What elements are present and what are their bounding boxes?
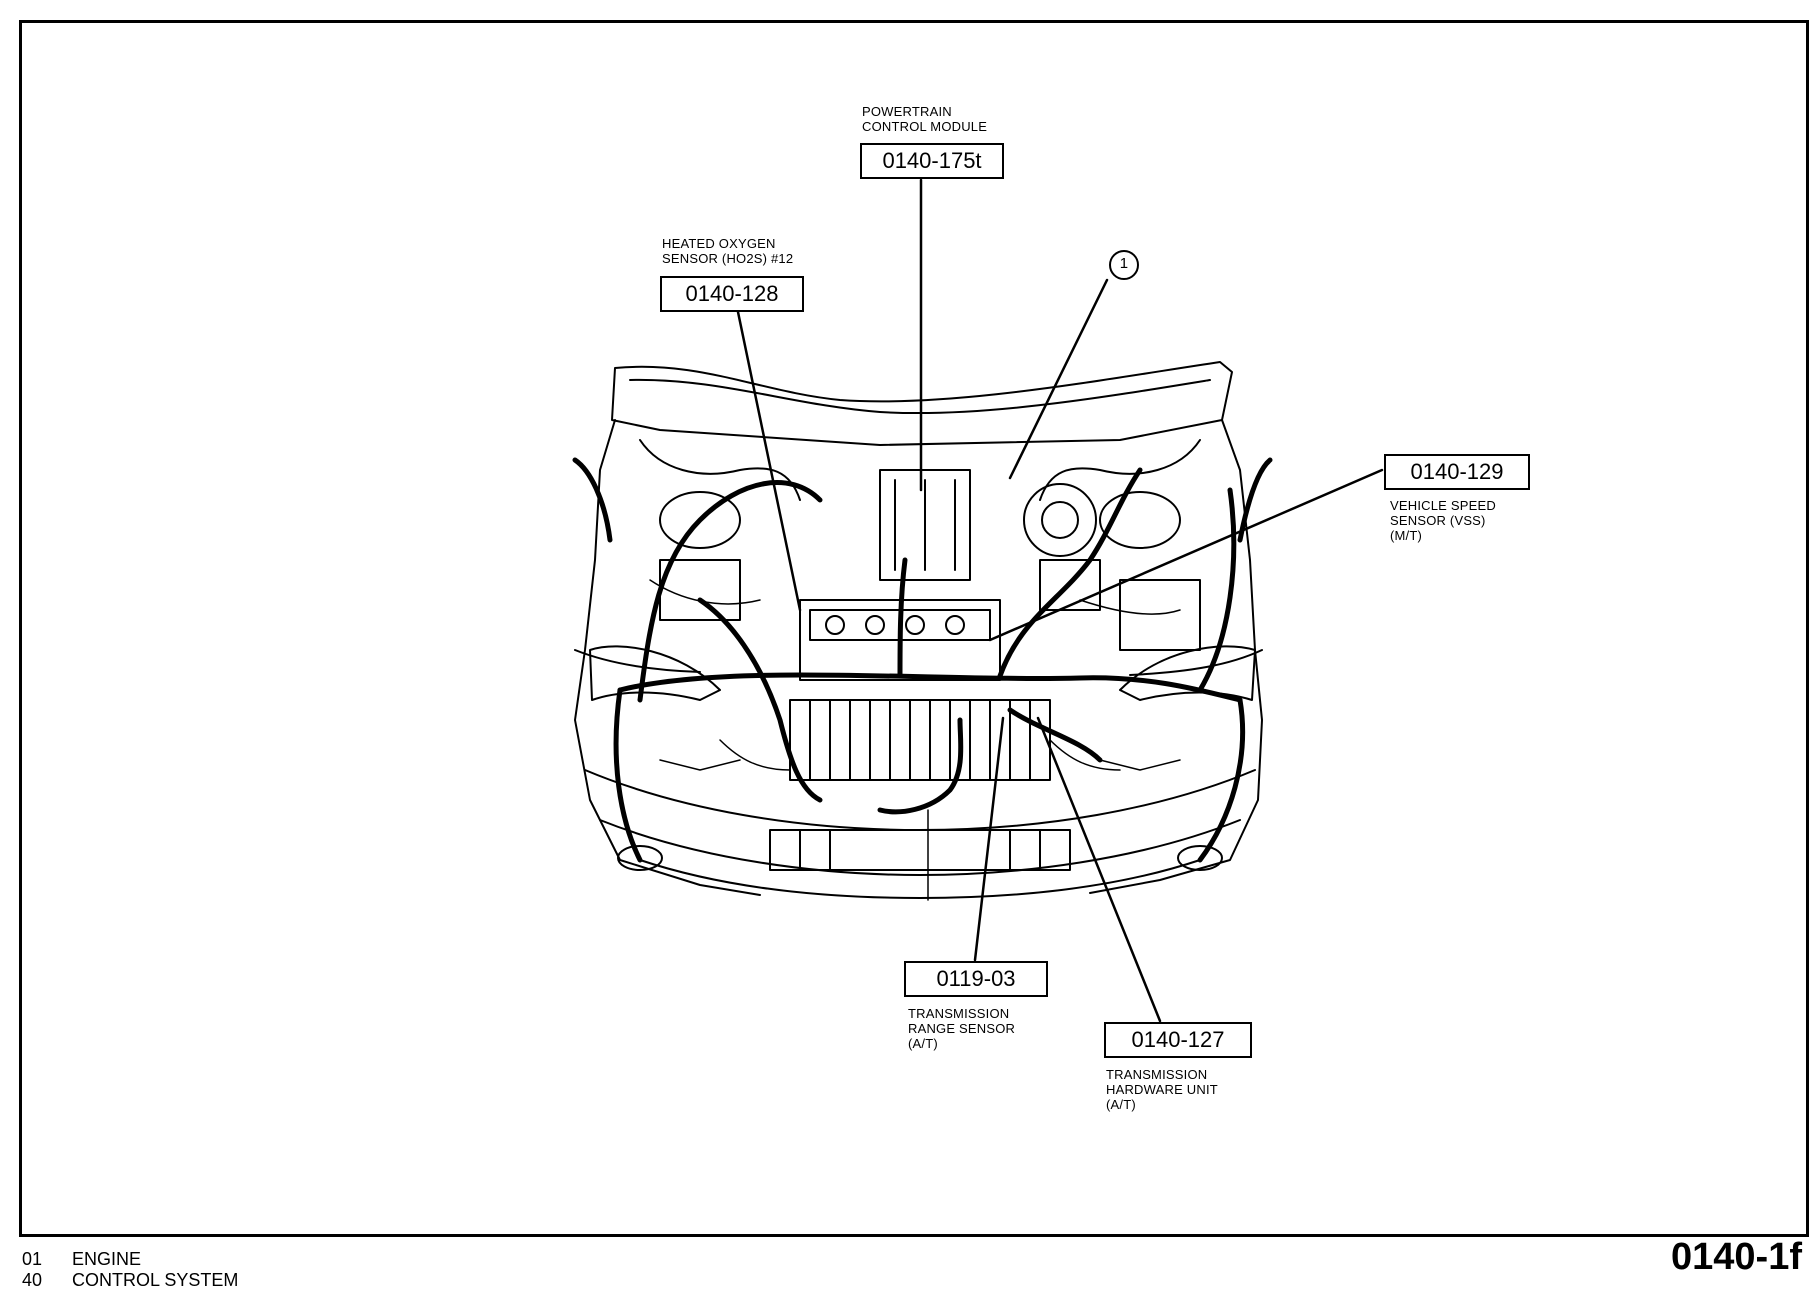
- ho2s-label-line-2: SENSOR (HO2S) #12: [662, 251, 794, 266]
- page-number: 0140-1f: [1671, 1236, 1802, 1278]
- leader-trs: [973, 716, 1005, 962]
- strut-tower-right: [1099, 491, 1181, 549]
- hood-outline: [611, 361, 1233, 446]
- fuse-box: [1119, 579, 1201, 651]
- thu-label-line-3: (A/T): [1106, 1097, 1136, 1112]
- intake: [879, 469, 971, 581]
- ho2s-code-box: 0140-128: [660, 276, 804, 312]
- section-2-name: CONTROL SYSTEM: [72, 1270, 239, 1290]
- callout-marker-1: [1109, 250, 1139, 280]
- diagram-frame: [19, 20, 1809, 1237]
- grille: [769, 829, 1071, 871]
- leader-marker-1: [1008, 278, 1109, 480]
- bumper-mid: [599, 819, 1241, 876]
- vss-label-line-1: VEHICLE SPEED: [1390, 498, 1496, 513]
- vss-label-line-2: SENSOR (VSS): [1390, 513, 1486, 528]
- thu-code-box: 0140-127: [1104, 1022, 1252, 1058]
- brake-booster: [1023, 483, 1097, 557]
- section-1-name: ENGINE: [72, 1249, 142, 1269]
- left-fender: [574, 419, 761, 896]
- leader-thu: [1036, 716, 1162, 1023]
- vss-label-line-3: (M/T): [1390, 528, 1423, 543]
- ho2s-label-line-1: HEATED OXYGEN: [662, 236, 776, 251]
- trs-code-box: 0119-03: [904, 961, 1048, 997]
- leader-vss: [988, 468, 1384, 642]
- headlamp-left: [589, 645, 721, 701]
- fog-light-left: [617, 845, 663, 871]
- trs-label-line-1: TRANSMISSION: [908, 1006, 1010, 1021]
- trs-label-line-3: (A/T): [908, 1036, 938, 1051]
- wiring-harness: [572, 457, 1273, 863]
- pcm-label-line-1: POWERTRAIN: [862, 104, 952, 119]
- leader-ho2s: [736, 310, 802, 612]
- trs-label-line-2: RANGE SENSOR: [908, 1021, 1016, 1036]
- thu-label-line-2: HARDWARE UNIT: [1106, 1082, 1218, 1097]
- vss-code-box: 0140-129: [1384, 454, 1530, 490]
- callout-marker-1-number: 1: [1119, 255, 1129, 272]
- pcm-code-box: 0140-175t: [860, 143, 1004, 179]
- strut-tower-left: [659, 491, 741, 549]
- right-fender: [1089, 419, 1263, 894]
- section-1-number: 01: [22, 1249, 43, 1269]
- thu-label-line-1: TRANSMISSION: [1106, 1067, 1208, 1082]
- headlamp-right: [1119, 645, 1256, 701]
- section-2-number: 40: [22, 1270, 43, 1290]
- fog-light-right: [1177, 845, 1223, 871]
- pcm-label-line-2: CONTROL MODULE: [862, 119, 988, 134]
- battery: [659, 559, 741, 621]
